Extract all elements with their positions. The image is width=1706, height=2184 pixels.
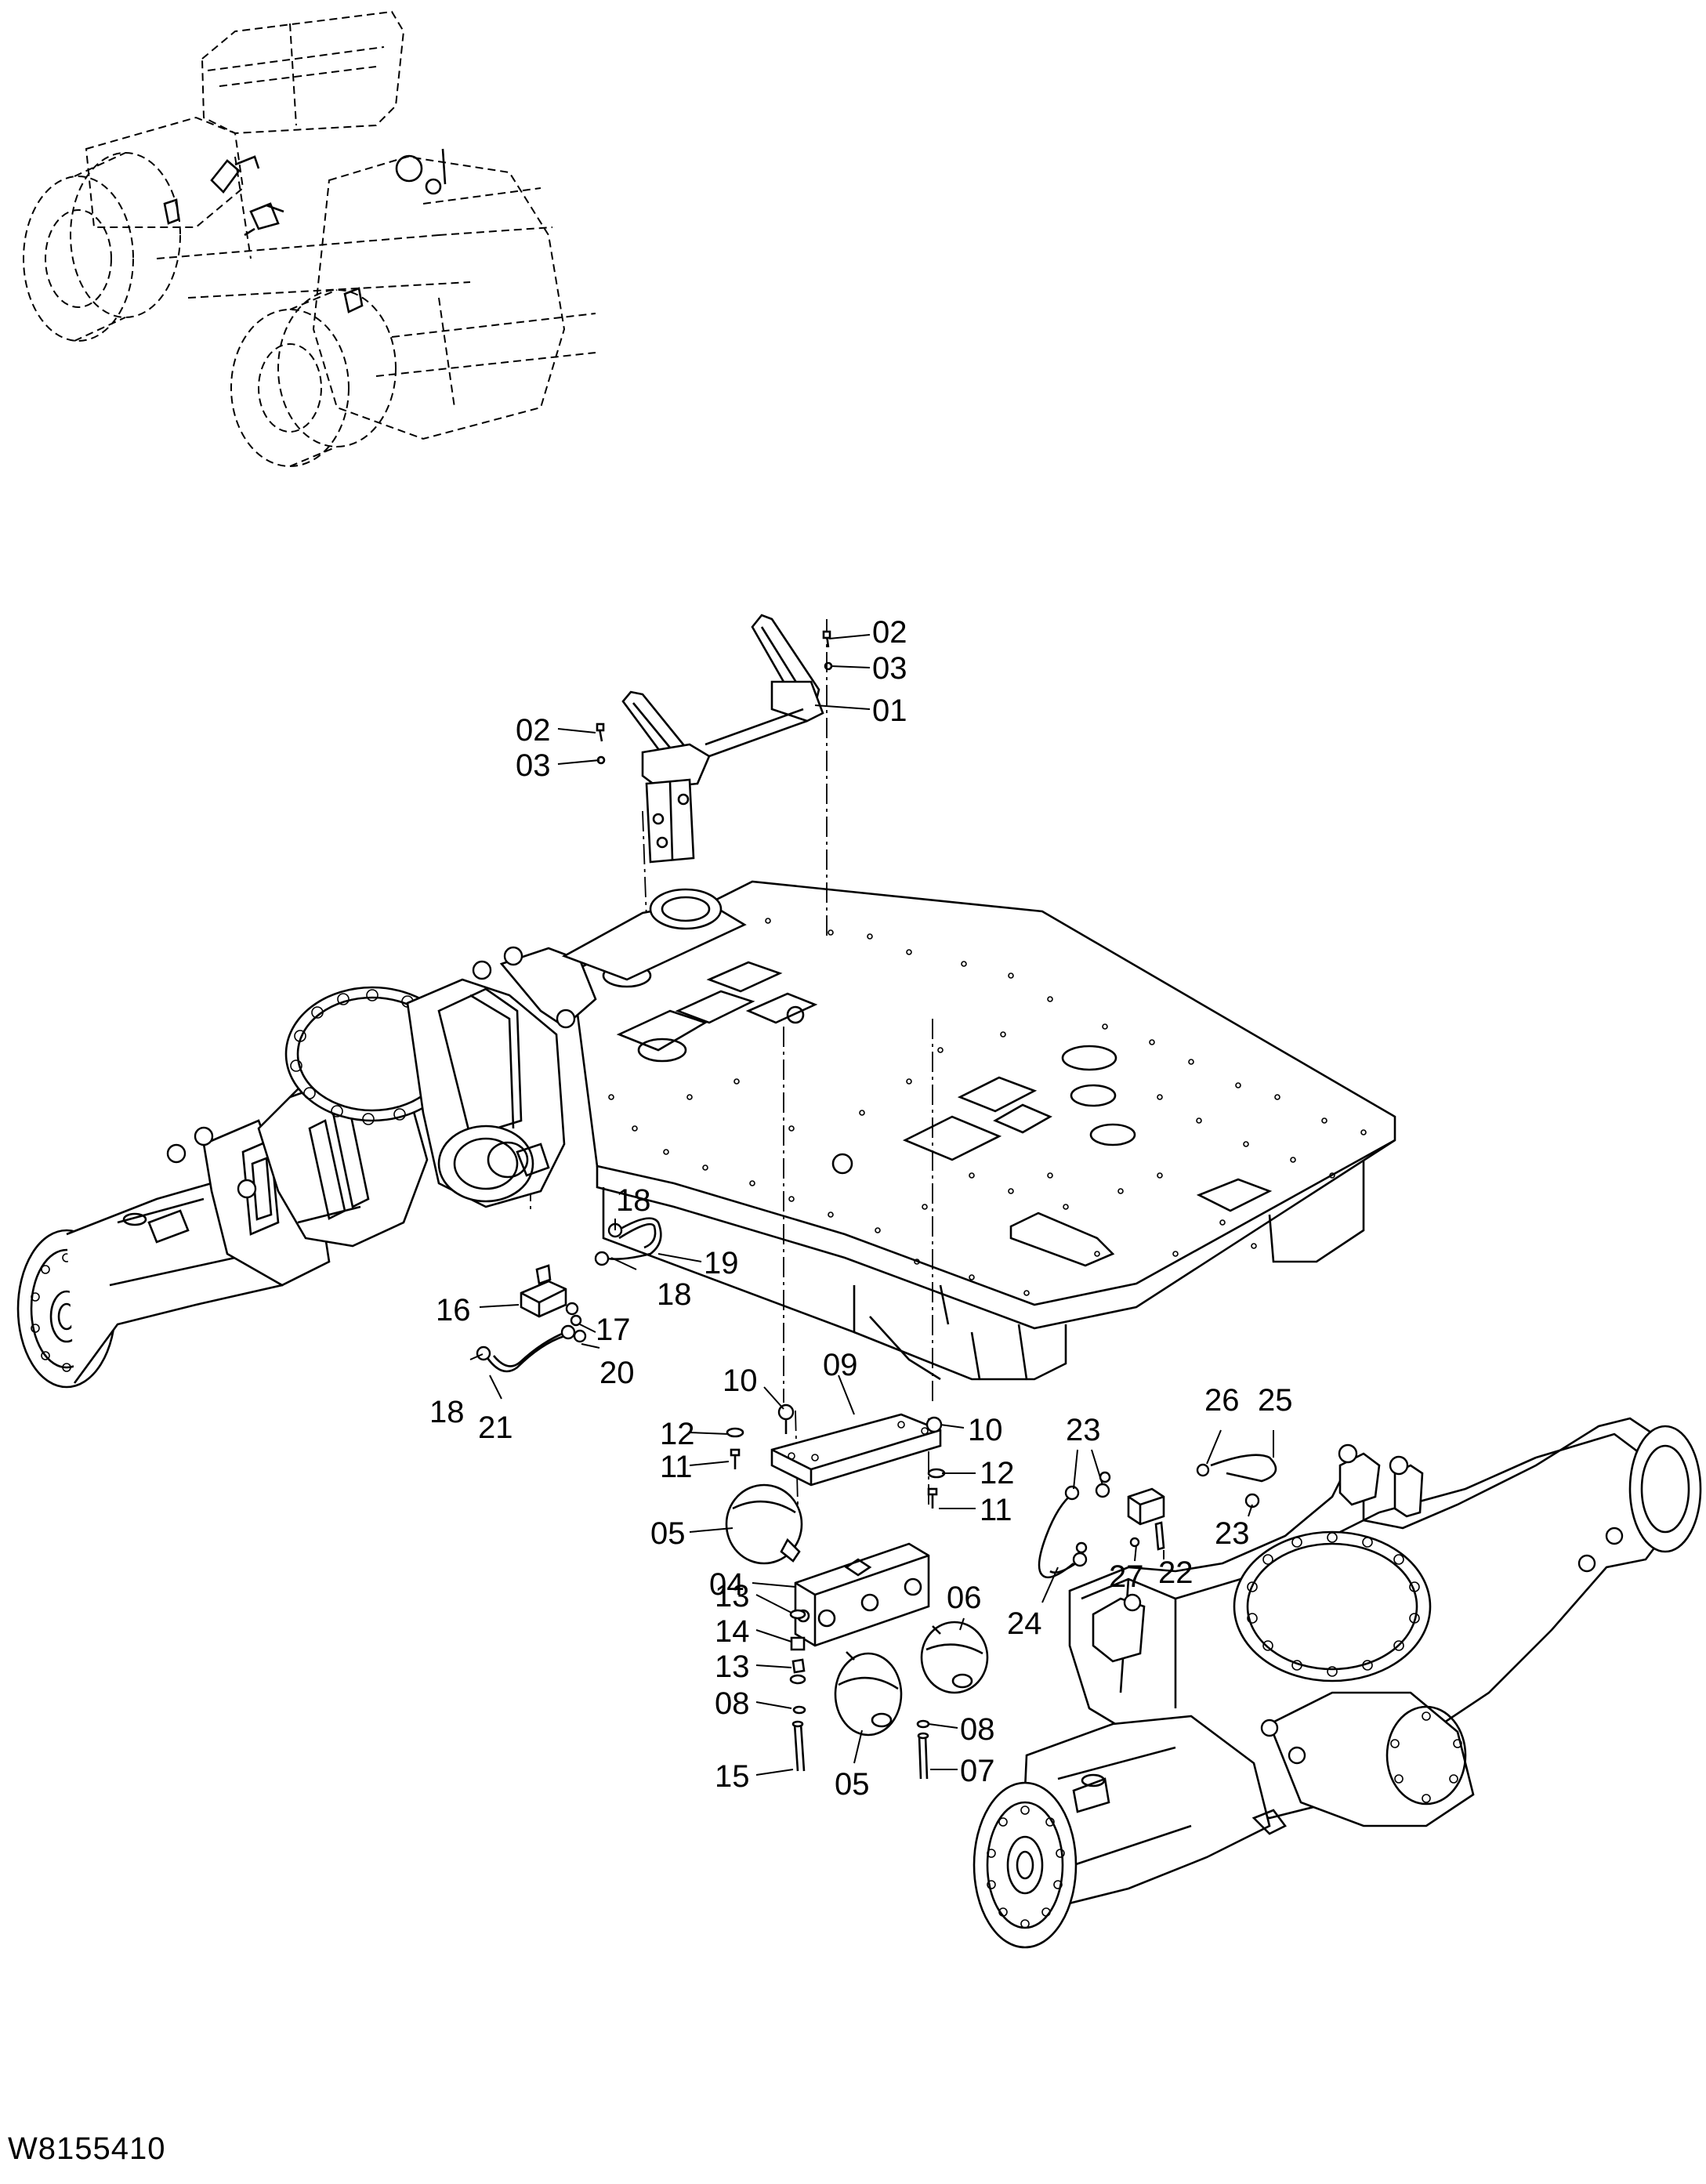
callout-label: 09 — [823, 1348, 858, 1382]
callout-label: 12 — [660, 1417, 695, 1451]
callout-label: 21 — [478, 1411, 513, 1445]
callout-label: 11 — [980, 1493, 1012, 1527]
floor-plate — [530, 619, 1396, 1505]
callout-label: 05 — [650, 1516, 686, 1551]
drawing-number: W8155410 — [8, 2131, 166, 2166]
callout-label: 16 — [436, 1293, 471, 1327]
callout-label: 05 — [835, 1767, 870, 1802]
callout-label: 08 — [960, 1712, 995, 1747]
callout-label: 15 — [715, 1759, 750, 1794]
hose-group-front — [476, 1217, 662, 1373]
machine-overview-inset — [23, 10, 596, 467]
callout-label: 08 — [715, 1686, 750, 1721]
callout-label: 10 — [723, 1364, 758, 1398]
callout-label: 03 — [872, 651, 907, 686]
callout-label: 25 — [1258, 1383, 1293, 1418]
callout-label: 27 — [1109, 1559, 1144, 1594]
callout-label: 14 — [715, 1614, 750, 1649]
callout-label: 19 — [704, 1246, 739, 1280]
valve-block-group — [725, 1403, 989, 1780]
callout-label: 01 — [872, 694, 907, 728]
callout-label: 23 — [1066, 1413, 1101, 1447]
hose-group-rear — [1038, 1454, 1277, 1579]
callout-label: 17 — [596, 1313, 631, 1347]
callout-label: 24 — [1007, 1606, 1042, 1641]
callout-label: 11 — [660, 1450, 693, 1484]
callout-labels: 02 03 01 02 03 18 19 18 16 17 20 18 21 1… — [429, 615, 1293, 1802]
callout-label: 26 — [1204, 1383, 1240, 1418]
rear-axle — [973, 1417, 1702, 1949]
callout-label: 02 — [872, 615, 907, 650]
leader-lines — [469, 634, 1274, 1776]
callout-label: 23 — [1215, 1516, 1250, 1551]
callout-label: 18 — [616, 1183, 651, 1218]
callout-label: 20 — [599, 1356, 635, 1390]
callout-label: 04 — [709, 1567, 744, 1602]
callout-label: 13 — [715, 1579, 750, 1614]
callout-label: 07 — [960, 1754, 995, 1788]
callout-label: 06 — [947, 1581, 982, 1615]
callout-label: 12 — [980, 1456, 1015, 1490]
front-axle — [16, 888, 747, 1389]
callout-label: 18 — [429, 1395, 465, 1429]
callout-label: 03 — [516, 748, 551, 783]
callout-label: 02 — [516, 713, 551, 748]
callout-label: 18 — [657, 1277, 692, 1312]
callout-label: 10 — [968, 1413, 1003, 1447]
callout-label: 22 — [1158, 1556, 1193, 1590]
pedal-assembly — [596, 614, 833, 864]
callout-label: 13 — [715, 1650, 750, 1684]
